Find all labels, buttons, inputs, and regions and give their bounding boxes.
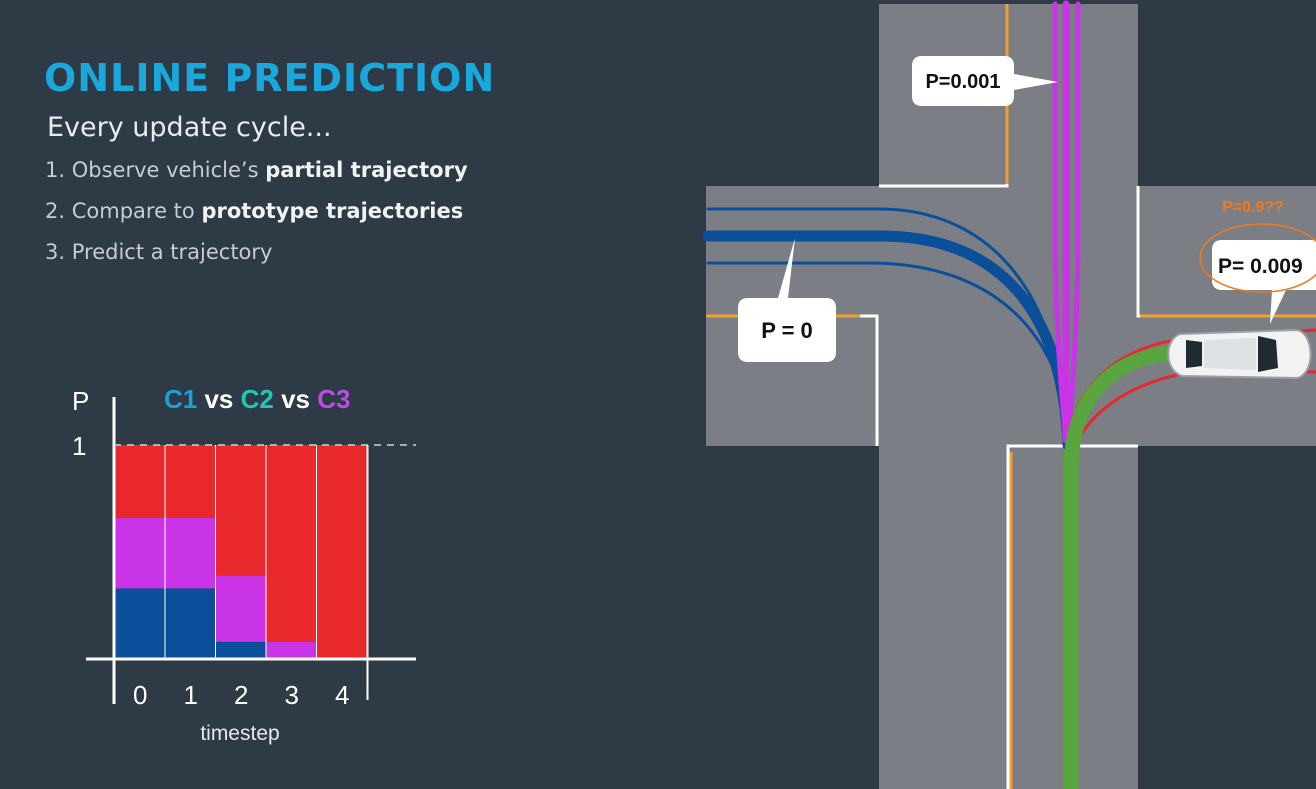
edge-bottom: [1006, 444, 1138, 789]
bar-segment: [216, 445, 267, 576]
legend-vs: vs: [274, 384, 317, 414]
x-tick-label: 3: [285, 680, 299, 710]
bar-segment: [165, 445, 216, 518]
step-bold: prototype trajectories: [201, 199, 464, 223]
callout-right-text: P= 0.009: [1218, 255, 1303, 278]
step-number: 1.: [45, 158, 66, 182]
step-text: Compare to: [71, 199, 202, 223]
callout-top: P=0.001: [912, 56, 1058, 106]
callout-right: P= 0.009: [1212, 240, 1316, 324]
legend-c1: C1: [164, 384, 197, 414]
step-1: 1. Observe vehicle’s partial trajectory: [45, 158, 468, 182]
y-max-label: 1: [72, 431, 86, 461]
step-number: 2.: [45, 199, 66, 223]
step-2: 2. Compare to prototype trajectories: [45, 199, 463, 223]
bar-group: [115, 445, 369, 700]
step-bold: partial trajectory: [265, 158, 468, 182]
probability-chart: P 1 C1 vs C2 vs C3 0 1 2 3 4 timestep: [72, 384, 416, 745]
purple-trajectories: [1052, 0, 1081, 444]
callout-bubble: [1212, 240, 1316, 324]
x-tick-label: 0: [133, 680, 147, 710]
annotation-circle: [1199, 223, 1316, 293]
bar-segment: [165, 588, 216, 659]
intersection-diagram: P=0.001 P = 0 P= 0.009 P=0.9??: [702, 0, 1316, 789]
bar-segment: [165, 517, 216, 589]
x-tick-label: 1: [184, 680, 198, 710]
step-text: Predict a trajectory: [71, 240, 273, 264]
legend-c2: C2: [241, 384, 274, 414]
car-roof: [1204, 338, 1256, 370]
callout-left: P = 0: [738, 238, 836, 362]
purple-path: [1065, 1, 1081, 443]
bar-segment: [115, 517, 166, 589]
bar-segment: [266, 445, 317, 642]
callout-bubble: [912, 56, 1058, 106]
slide-subtitle: Every update cycle...: [47, 112, 332, 143]
bar-segment: [115, 588, 166, 659]
annotation-text: P=0.9??: [1222, 199, 1284, 216]
step-text: Observe vehicle’s: [71, 158, 266, 182]
legend-c3: C3: [317, 384, 350, 414]
callout-top-text: P=0.001: [925, 71, 1000, 93]
step-3: 3. Predict a trajectory: [45, 240, 272, 264]
callout-left-text: P = 0: [761, 318, 813, 343]
x-tick-label: 2: [234, 680, 248, 710]
chart-legend: C1 vs C2 vs C3: [164, 384, 351, 414]
legend-vs: vs: [197, 384, 240, 414]
step-number: 3.: [45, 240, 66, 264]
x-tick-group: 0 1 2 3 4: [133, 680, 349, 710]
bar-segment: [216, 641, 267, 659]
callout-bubble: [738, 238, 836, 362]
bar-segment: [266, 641, 317, 659]
bar-segment: [115, 445, 166, 518]
y-axis-label: P: [72, 386, 89, 416]
car: [1167, 328, 1312, 380]
bar-segment: [317, 445, 368, 659]
car-rear-window: [1186, 340, 1202, 368]
x-tick-label: 4: [335, 680, 349, 710]
x-axis-label: timestep: [200, 722, 279, 745]
slide-title: ONLINE PREDICTION: [44, 56, 496, 100]
bar-segment: [216, 575, 267, 642]
car-windshield: [1258, 336, 1278, 372]
